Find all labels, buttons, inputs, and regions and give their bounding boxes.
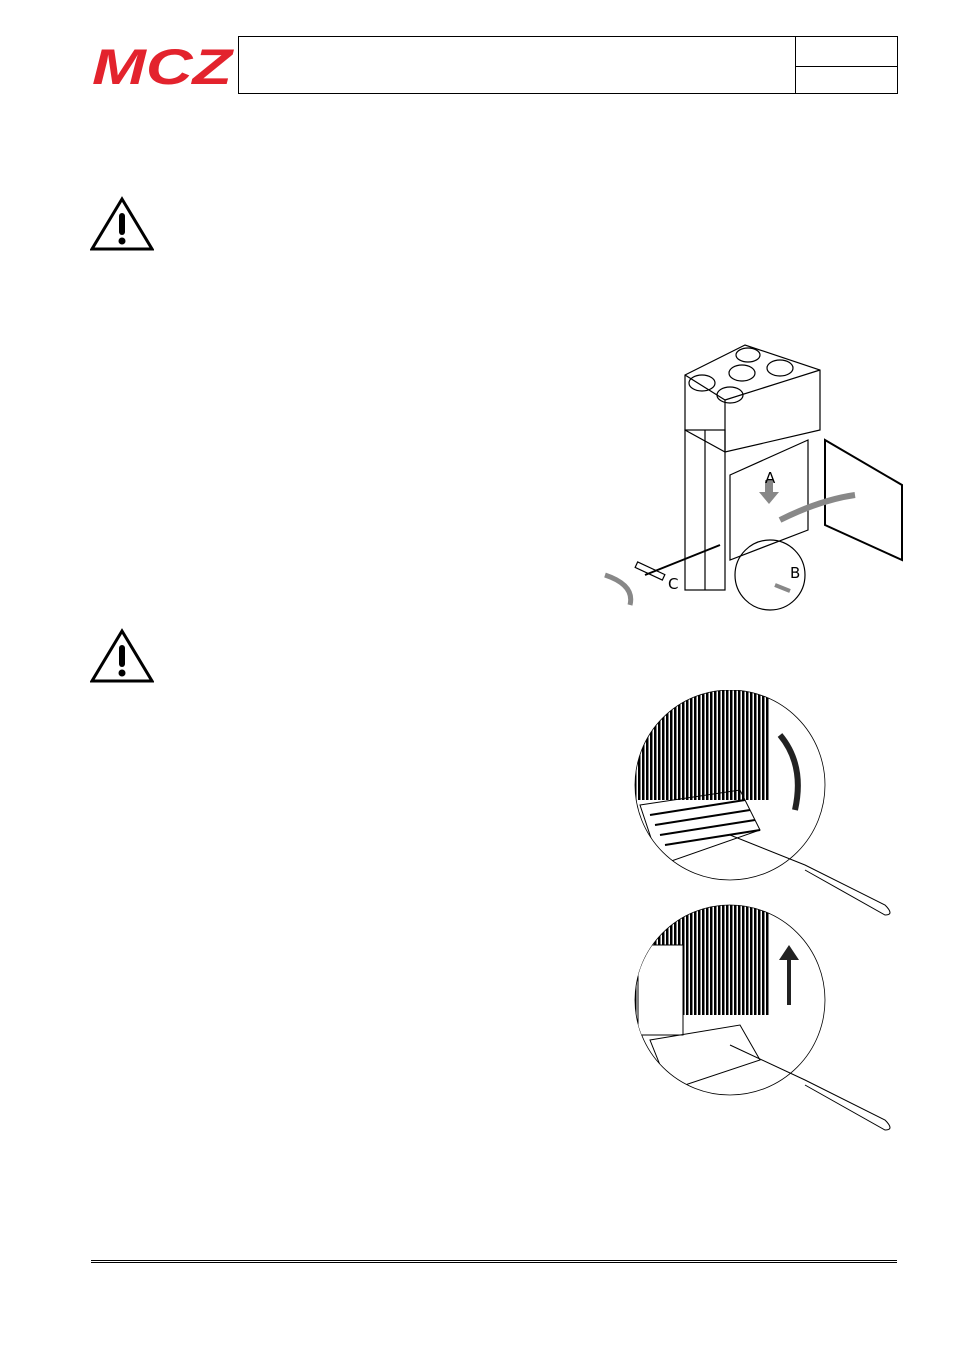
mcz-logo: MCZ [92, 42, 234, 86]
header-box [238, 36, 898, 94]
warning-icon [90, 628, 154, 683]
grate-removal-illustration-1 [634, 690, 891, 916]
warning-icon [90, 196, 154, 251]
label-a: A [765, 469, 776, 487]
header-side-cells [795, 37, 897, 93]
svg-text:MCZ: MCZ [92, 42, 234, 86]
footer-rule [91, 1260, 897, 1263]
fireplace-door-illustration: A B C [604, 344, 903, 611]
label-c: C [668, 575, 678, 593]
label-b: B [790, 564, 800, 582]
grate-removal-illustration-2 [634, 904, 891, 1131]
